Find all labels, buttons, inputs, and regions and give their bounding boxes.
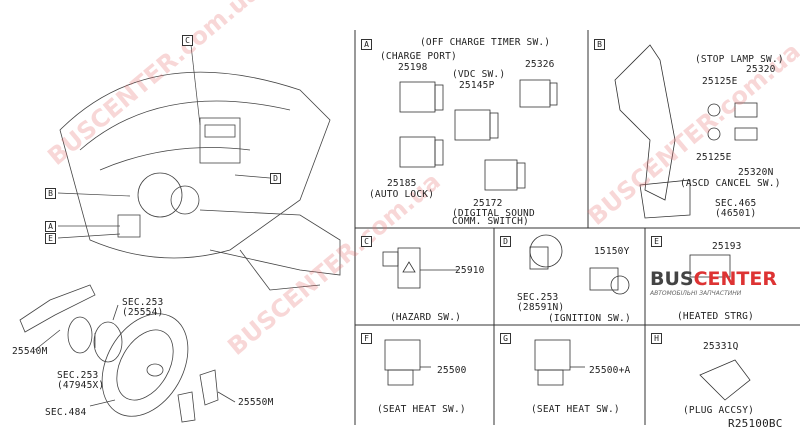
caption-seat-heat-g: (SEAT HEAT SW.) [531,404,620,415]
small-panels-drawing [382,234,751,401]
panel-b-drawing [614,44,758,219]
diagram-id: R25100BC [728,417,783,430]
label-auto-lock: (AUTO LOCK) [369,189,435,200]
steering-drawing [19,284,236,423]
part-25331q: 25331Q [703,341,739,352]
part-25198: 25198 [398,62,428,73]
part-25910: 25910 [455,265,485,276]
panel-e-letter: E [651,236,662,247]
part-sec253: SEC.253 [517,292,559,303]
part-25540m: 25540M [12,346,48,357]
part-sec465-sub: (46501) [715,208,757,219]
label-stop-lamp: (STOP LAMP SW.) [695,54,784,65]
part-25320n: 25320N [738,167,774,178]
panel-d-letter: D [500,236,511,247]
label-vdc: (VDC SW.) [452,69,506,80]
callout-d: D [270,173,281,184]
callout-a: A [45,221,56,232]
callout-e: E [45,233,56,244]
brand-b: CENTER [693,268,778,290]
brand-tagline: АВТОМОБІЛЬНІ ЗАПЧАСТИНИ [650,290,742,297]
part-sec253-b: SEC.253 [57,370,99,381]
part-25125e-bottom: 25125E [696,152,732,163]
label-digital-sound-2: COMM. SWITCH) [452,216,529,227]
callout-b: B [45,188,56,199]
label-charge-port: (CHARGE PORT) [380,51,457,62]
part-25550m: 25550M [238,397,274,408]
part-sec253-a: SEC.253 [122,297,164,308]
panel-a-letter: A [361,39,372,50]
part-25185: 25185 [387,178,417,189]
caption-hazard: (HAZARD SW.) [390,312,462,323]
part-25125e-top: 25125E [702,76,738,87]
label-digital-sound-1: (DIGITAL SOUND [452,208,535,219]
part-25145p: 25145P [459,80,495,91]
part-25320: 25320 [746,64,776,75]
part-sec253-a-sub: (25554) [122,307,164,318]
part-25500a: 25500+A [589,365,631,376]
caption-heated-strg: (HEATED STRG) [677,311,754,322]
panel-g-letter: G [500,333,511,344]
part-sec484: SEC.484 [45,407,87,418]
label-ascd-cancel: (ASCD CANCEL SW.) [680,178,781,189]
brand-logo: BUSCENTER АВТОМОБІЛЬНІ ЗАПЧАСТИНИ [650,268,777,297]
callout-c: C [182,35,193,46]
panel-a-drawing [399,79,558,191]
panel-h-letter: H [651,333,662,344]
part-sec465: SEC.465 [715,198,757,209]
panel-b-letter: B [594,39,605,50]
panel-a-title: (OFF CHARGE TIMER SW.) [420,37,551,48]
part-25193: 25193 [712,241,742,252]
caption-ignition: (IGNITION SW.) [548,313,631,324]
part-15150y: 15150Y [594,246,630,257]
part-sec253-sub: (28591N) [517,302,565,313]
part-25500: 25500 [437,365,467,376]
dashboard-drawing [59,71,341,291]
caption-seat-heat-f: (SEAT HEAT SW.) [377,404,466,415]
part-25326: 25326 [525,59,555,70]
panel-f-letter: F [361,333,372,344]
part-sec253-b-sub: (47945X) [57,380,105,391]
panel-frames [354,30,800,425]
brand-a: BUS [650,268,694,290]
part-25172: 25172 [473,198,503,209]
panel-c-letter: C [361,236,372,247]
caption-plug-accsy: (PLUG ACCSY) [683,405,755,416]
